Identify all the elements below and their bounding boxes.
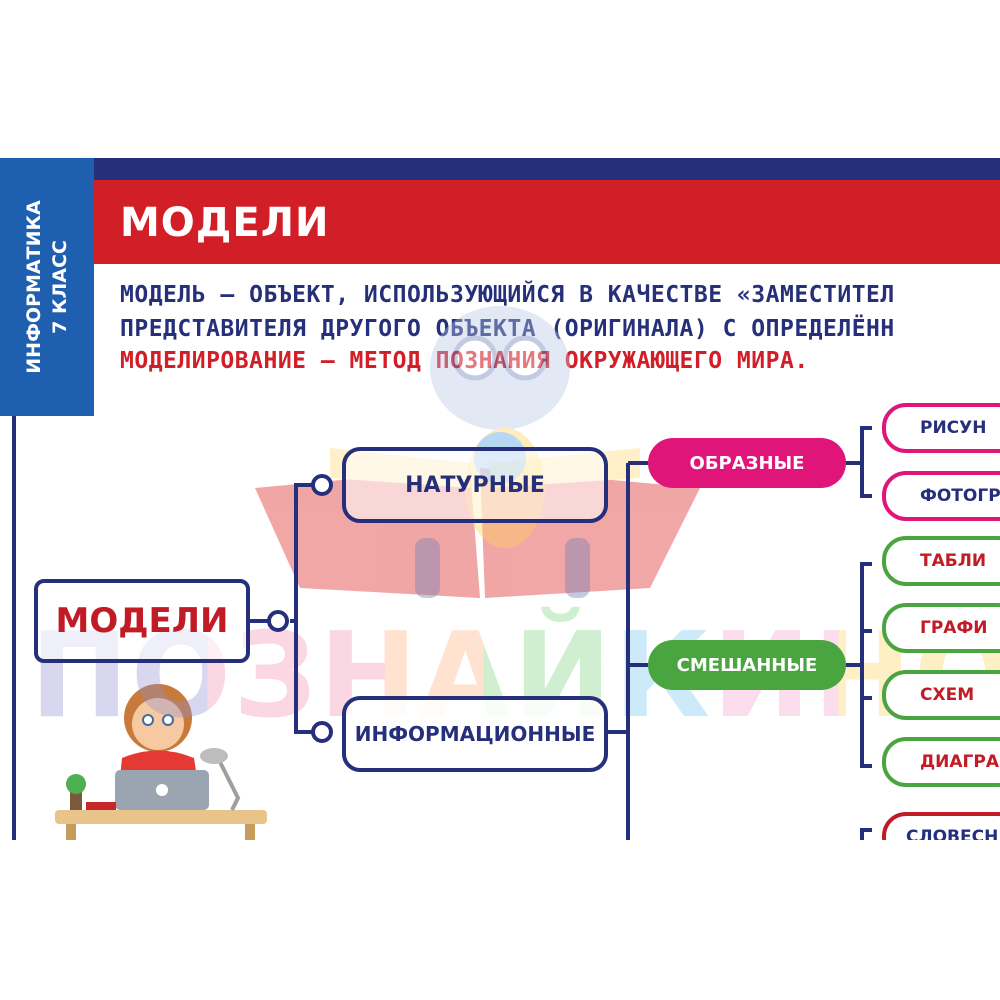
leaf-graph: ГРАФИ bbox=[882, 603, 1000, 653]
node-mixed: СМЕШАННЫЕ bbox=[648, 640, 846, 690]
leaf-diagram: ДИАГРА bbox=[882, 737, 1000, 787]
poster: ИНФОРМАТИКА 7 КЛАСС МОДЕЛИ МОДЕЛЬ – ОБЪЕ… bbox=[0, 158, 1000, 840]
top-band bbox=[94, 158, 1000, 180]
leaf-verbal: СЛОВЕСН bbox=[882, 812, 1000, 840]
title-band bbox=[94, 180, 1000, 264]
leaf-drawing: РИСУН bbox=[882, 403, 1000, 453]
page-title: МОДЕЛИ bbox=[120, 200, 330, 246]
node-natural: НАТУРНЫЕ bbox=[342, 447, 608, 523]
leaf-photo: ФОТОГРА bbox=[882, 471, 1000, 521]
definition-line-3: МОДЕЛИРОВАНИЕ – МЕТОД ПОЗНАНИЯ ОКРУЖАЮЩЕ… bbox=[120, 348, 809, 374]
side-divider bbox=[12, 416, 16, 840]
root-node-models: МОДЕЛИ bbox=[34, 579, 250, 663]
girl-at-laptop-icon bbox=[55, 684, 267, 840]
subject-tab: ИНФОРМАТИКА 7 КЛАСС bbox=[0, 158, 94, 416]
diagram-connectors bbox=[250, 426, 872, 840]
leaf-scheme: СХЕМ bbox=[882, 670, 1000, 720]
definition-line-2: ПРЕДСТАВИТЕЛЯ ДРУГОГО ОБЪЕКТА (ОРИГИНАЛА… bbox=[120, 316, 895, 342]
node-informational: ИНФОРМАЦИОННЫЕ bbox=[342, 696, 608, 772]
node-figurative: ОБРАЗНЫЕ bbox=[648, 438, 846, 488]
leaf-table: ТАБЛИ bbox=[882, 536, 1000, 586]
definition-line-1: МОДЕЛЬ – ОБЪЕКТ, ИСПОЛЬЗУЮЩИЙСЯ В КАЧЕСТ… bbox=[120, 282, 895, 308]
